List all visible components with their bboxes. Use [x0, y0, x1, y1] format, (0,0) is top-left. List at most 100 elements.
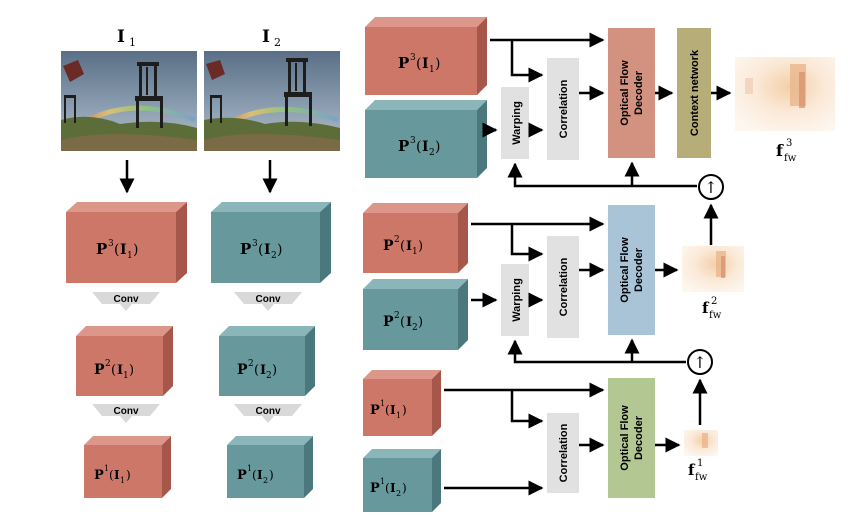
svg-text:I: I [390, 403, 396, 417]
svg-text:2: 2 [271, 251, 277, 261]
upsample-node-1: ↑ [687, 349, 713, 425]
svg-text:Conv: Conv [114, 406, 139, 417]
svg-text:Conv: Conv [256, 406, 281, 417]
svg-text:Context network: Context network [689, 49, 701, 136]
level1-p1-i2: P 1 ( I 2 ) [363, 449, 441, 512]
svg-text:): ) [277, 242, 282, 258]
svg-text:): ) [435, 56, 440, 72]
svg-text:1: 1 [127, 251, 133, 261]
pyramid-p3-i1: P 3 ( I 1 ) [66, 202, 187, 283]
level2-p2-i1: P 2 ( I 1 ) [363, 203, 468, 273]
svg-text:P: P [94, 362, 105, 378]
svg-text:2: 2 [263, 476, 268, 485]
svg-text:I: I [422, 56, 429, 72]
pyramid-p1-i1: P 1 ( I 1 ) [84, 436, 171, 498]
svg-text:2: 2 [274, 36, 281, 49]
level2-p2-i2: P 2 ( I 2 ) [363, 279, 468, 350]
flow1-label: f 1 fw [688, 458, 708, 483]
conv-arrow-right-2: Conv [234, 404, 302, 423]
decoder-block-3: Optical Flow Decoder [608, 28, 655, 158]
conv-arrow-left-1: Conv [92, 292, 160, 311]
svg-text:2: 2 [394, 311, 400, 321]
svg-text:): ) [129, 363, 134, 378]
level1-arrows [444, 382, 681, 496]
svg-text:Decoder: Decoder [633, 70, 645, 115]
correlation-block-3: Correlation [547, 58, 579, 160]
input-image-2-label: I 2 [262, 27, 281, 49]
svg-text:1: 1 [697, 458, 703, 469]
input-image-1 [61, 51, 197, 151]
svg-text:I: I [120, 242, 127, 258]
svg-text:Correlation: Correlation [558, 79, 570, 138]
svg-text:↑: ↑ [693, 353, 706, 372]
flow-output-1: f 1 fw [684, 430, 718, 483]
svg-text:Correlation: Correlation [558, 257, 570, 316]
svg-text:P: P [370, 481, 380, 496]
svg-text:I: I [114, 468, 120, 482]
svg-text:Decoder: Decoder [633, 415, 645, 460]
svg-text:I: I [117, 27, 125, 47]
svg-text:3: 3 [410, 136, 416, 146]
correlation-block-2: Correlation [547, 236, 579, 338]
level3-arrows [490, 32, 732, 188]
svg-text:I: I [262, 27, 270, 47]
svg-text:I: I [117, 363, 123, 378]
warping-block-3: Warping [501, 87, 529, 159]
svg-text:f: f [702, 299, 710, 317]
input-image-2 [204, 51, 340, 151]
p3-i1-label: P 3 ( I 1 ) [96, 239, 138, 261]
svg-text:I: I [257, 468, 263, 482]
svg-text:f: f [688, 461, 696, 479]
svg-text:(: ( [254, 363, 259, 378]
level1-p1-i1: P 1 ( I 1 ) [363, 370, 441, 436]
svg-text:(: ( [114, 242, 119, 258]
pyramid-p1-i2: P 1 ( I 2 ) [227, 436, 313, 498]
svg-text:fw: fw [784, 153, 797, 164]
conv-arrow-left-2: Conv [92, 404, 160, 423]
decoder-block-2: Optical Flow Decoder [608, 205, 655, 335]
svg-text:1: 1 [129, 36, 136, 49]
pyramid-p2-i1: P 2 ( I 1 ) [76, 326, 173, 396]
svg-text:(: ( [400, 239, 405, 254]
svg-text:Decoder: Decoder [633, 247, 645, 292]
svg-text:Conv: Conv [114, 294, 139, 305]
svg-text:f: f [776, 141, 784, 160]
pyramid-p3-i2: P 3 ( I 2 ) [211, 202, 331, 283]
p3-i2-label: P 3 ( I 2 ) [240, 239, 282, 261]
svg-text:1: 1 [412, 247, 418, 257]
p2-i1-label: P 2 ( I 1 ) [94, 359, 134, 381]
svg-text:I: I [264, 242, 271, 258]
svg-text:(: ( [385, 403, 390, 417]
svg-text:1: 1 [380, 477, 385, 486]
svg-text:fw: fw [695, 472, 708, 483]
svg-text:1: 1 [429, 65, 435, 75]
svg-text:Warping: Warping [511, 278, 523, 322]
svg-text:I: I [422, 139, 429, 155]
svg-text:I: I [260, 363, 266, 378]
svg-text:1: 1 [396, 411, 401, 420]
svg-text:): ) [269, 468, 274, 482]
p2-i2-label: P 2 ( I 2 ) [237, 359, 277, 381]
svg-text:Optical Flow: Optical Flow [619, 237, 631, 303]
warping-block-2: Warping [501, 264, 529, 336]
svg-text:): ) [418, 239, 423, 254]
svg-text:P: P [383, 238, 394, 254]
svg-text:Optical Flow: Optical Flow [619, 405, 631, 471]
svg-text:P: P [383, 314, 394, 330]
svg-text:(: ( [111, 363, 116, 378]
svg-text:2: 2 [429, 148, 435, 158]
svg-text:): ) [435, 139, 440, 155]
svg-text:3: 3 [252, 239, 258, 249]
svg-text:I: I [406, 239, 412, 254]
svg-text:(: ( [109, 468, 114, 482]
svg-text:2: 2 [266, 371, 272, 381]
level3-p3-i2: P 3 ( I 2 ) [365, 100, 487, 178]
svg-text:P: P [237, 362, 248, 378]
context-network-block: Context network [677, 28, 711, 158]
upsample-node-2: ↑ [698, 174, 724, 245]
level2-arrows [471, 216, 686, 364]
svg-text:fw: fw [709, 310, 722, 321]
svg-text:2: 2 [396, 489, 401, 498]
svg-text:1: 1 [247, 464, 252, 473]
